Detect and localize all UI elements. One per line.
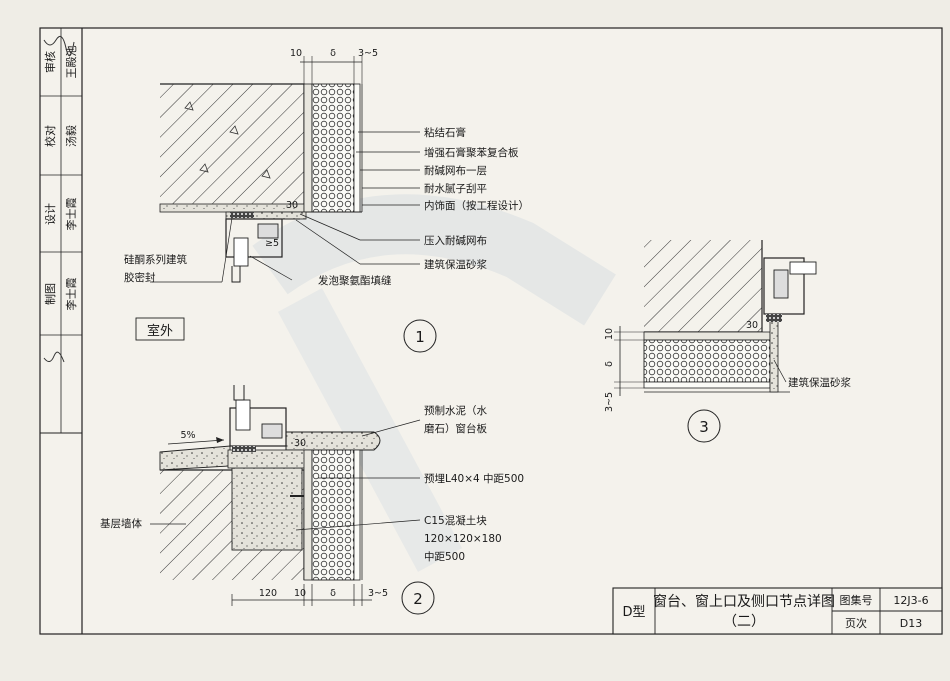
dim-d1-10: 10 (290, 48, 302, 59)
detail-2: 5% 30 预制水泥（水 磨石）窗台板 预埋L40×4 中距500 C15混凝土… (100, 385, 524, 615)
detail-number-3: 3 (699, 418, 709, 436)
label-base-wall: 基层墙体 (100, 517, 142, 530)
atlas-value: 12J3-6 (893, 594, 928, 607)
label-outside: 室外 (147, 323, 173, 339)
label-silicone-2: 胶密封 (124, 271, 156, 284)
label-block-1: C15混凝土块 (424, 514, 487, 527)
dim-d3-30: 30 (746, 320, 758, 331)
detail-number-1: 1 (415, 328, 425, 346)
sidebar-role-review: 审核 (43, 51, 57, 73)
detail-number-2: 2 (413, 590, 423, 608)
label-interior-finish: 内饰面（按工程设计） (424, 199, 529, 212)
label-press-mesh: 压入耐碱网布 (424, 234, 487, 247)
dim-d1-3-5: 3~5 (358, 48, 378, 59)
label-silicone-1: 硅酮系列建筑 (124, 253, 187, 266)
sidebar-name-draft: 李士霞 (64, 278, 78, 311)
label-block-3: 中距500 (424, 550, 465, 563)
label-alkali-mesh: 耐碱网布一层 (424, 164, 487, 177)
label-adhesive-gypsum: 粘结石膏 (424, 126, 466, 139)
dim-d3-10: 10 (604, 328, 615, 340)
dim-d3-3-5: 3~5 (604, 392, 615, 412)
label-insulation-mortar-3: 建筑保温砂浆 (788, 376, 851, 389)
sidebar-name-design: 李士霞 (64, 198, 78, 231)
title-line-1: 窗台、窗上口及侧口节点详图 (653, 593, 835, 610)
title-line-2: （二） (723, 614, 765, 630)
title-block: D型 窗台、窗上口及侧口节点详图 （二） 图集号 12J3-6 页次 D13 (612, 587, 943, 635)
dim-d1-delta: δ (330, 48, 336, 59)
label-embedded-angle: 预埋L40×4 中距500 (424, 472, 524, 485)
sidebar-name-check: 汤毅 (64, 125, 78, 147)
dim-d2-10: 10 (294, 588, 306, 599)
title-type: D型 (622, 605, 645, 620)
label-sill-2: 磨石）窗台板 (424, 422, 487, 435)
label-block-2: 120×120×180 (424, 533, 502, 545)
label-sill-1: 预制水泥（水 (424, 404, 487, 417)
dim-d1-30: 30 (286, 200, 298, 211)
sidebar-role-check: 校对 (43, 125, 57, 147)
dim-d2-3-5: 3~5 (368, 588, 388, 599)
sidebar-role-draft: 制图 (44, 283, 57, 305)
signature-mark (43, 35, 75, 57)
atlas-label: 图集号 (840, 593, 873, 607)
label-insulation-mortar-1: 建筑保温砂浆 (424, 258, 487, 271)
detail-3: 30 10 δ 3~5 建筑保温砂浆 3 (604, 240, 851, 443)
label-putty: 耐水腻子刮平 (424, 182, 487, 195)
d1-right-labels: 粘结石膏 增强石膏聚苯复合板 耐碱网布一层 耐水腻子刮平 内饰面（按工程设计） … (295, 126, 529, 271)
label-pu-foam: 发泡聚氨酯填缝 (318, 274, 392, 287)
dim-d1-frame: ≥5 (265, 238, 279, 249)
dim-d2-30: 30 (294, 438, 306, 449)
dim-d2-120: 120 (259, 588, 277, 599)
signature-mark (43, 351, 65, 363)
sidebar-name-review: 王殿池 (65, 46, 78, 79)
detail-1: 10 δ 3~5 30 ≥5 粘结石膏 增强石膏聚苯复合板 耐碱网布一层 耐水腻… (124, 48, 529, 353)
dim-d2-delta: δ (330, 588, 336, 599)
signature-sidebar: 审核 王殿池 校对 汤毅 设计 李士霞 制图 李士霞 (39, 27, 83, 434)
sidebar-role-design: 设计 (44, 203, 57, 225)
label-composite-board: 增强石膏聚苯复合板 (424, 146, 519, 159)
page-label: 页次 (845, 616, 867, 630)
dim-d3-delta: δ (604, 361, 615, 367)
page-value: D13 (900, 617, 922, 630)
slope-label: 5% (180, 430, 195, 441)
